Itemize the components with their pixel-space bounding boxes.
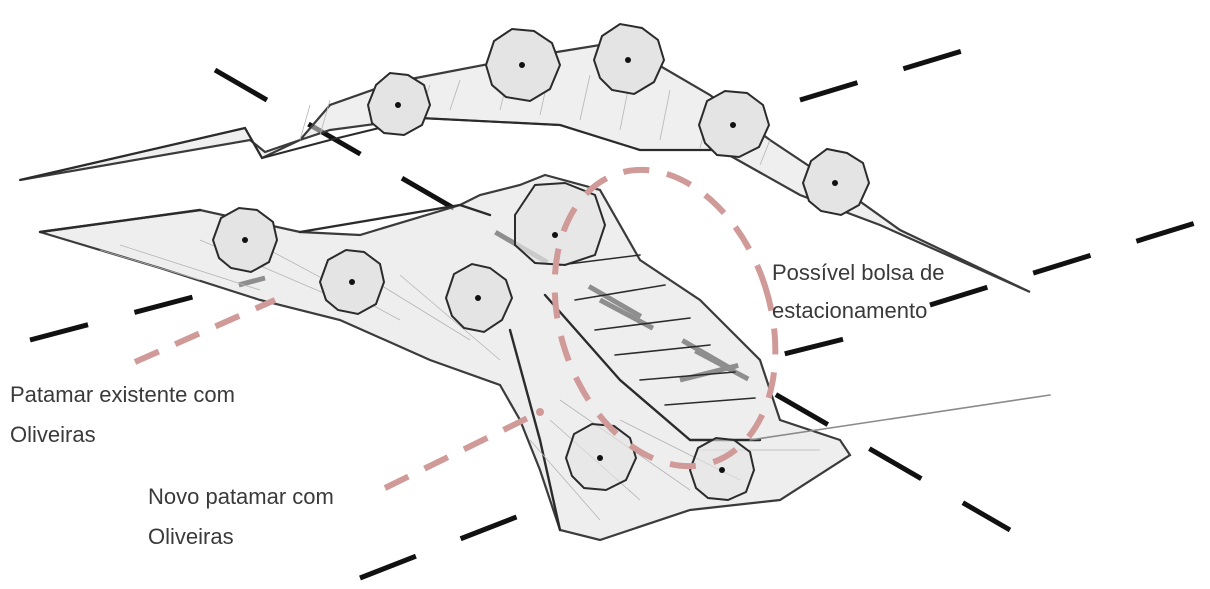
dashed-axis-upper-right: [800, 38, 1005, 100]
tree-icon: [690, 438, 754, 500]
new-terrace-label-line1: Novo patamar com: [148, 480, 334, 514]
tree-icon: [566, 424, 636, 490]
parking-label-line1: Possível bolsa de: [772, 256, 944, 290]
dashed-axis-bottom: [360, 500, 560, 578]
tree-icon: [699, 91, 769, 157]
new-terrace-leader: [385, 412, 540, 488]
parking-label-line2: estacionamento: [772, 294, 927, 328]
tree-icon: [803, 149, 869, 215]
tree-icon: [486, 29, 560, 101]
dashed-axis-right: [930, 220, 1205, 305]
existing-terrace-label-line1: Patamar existente com: [10, 378, 235, 412]
new-terrace-label-line2: Oliveiras: [148, 520, 234, 554]
tree-icon: [368, 73, 430, 135]
existing-terrace-label-line2: Oliveiras: [10, 418, 96, 452]
new-terrace-leader-dot: [536, 408, 544, 416]
